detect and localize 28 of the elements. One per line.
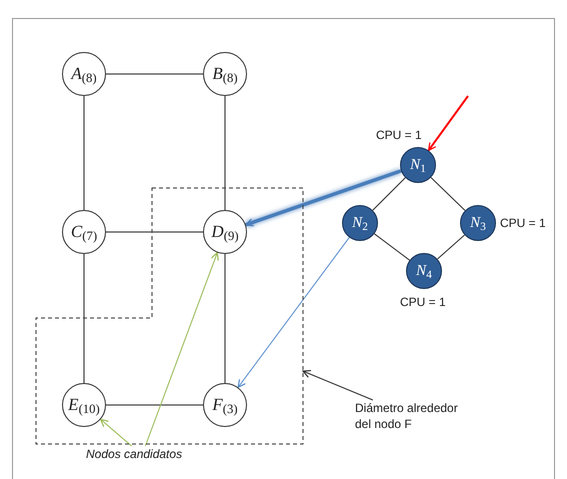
link-line bbox=[430, 177, 466, 211]
cpu-label: CPU = 1 bbox=[376, 127, 422, 144]
arrow bbox=[144, 252, 219, 446]
node-label: C$_{(7)}$ bbox=[70, 221, 98, 245]
link-line bbox=[372, 177, 406, 211]
node-label: D$_{(9)}$ bbox=[211, 221, 239, 245]
link-line bbox=[106, 404, 204, 406]
node-label: B$_{(8)}$ bbox=[212, 63, 238, 87]
node-label: E$_{(10)}$ bbox=[68, 394, 100, 418]
arrow bbox=[302, 370, 374, 400]
arrow bbox=[245, 169, 402, 226]
node-label: F$_{(3)}$ bbox=[212, 394, 238, 418]
node-label: A$_{(8)}$ bbox=[71, 63, 97, 87]
link-line bbox=[436, 234, 466, 260]
node-label: Nodos candidatos bbox=[86, 447, 182, 461]
link-line bbox=[374, 233, 410, 261]
cpu-label: CPU = 1 bbox=[500, 215, 546, 232]
pointer-arrow bbox=[428, 95, 469, 152]
cpu-label: CPU = 1 bbox=[400, 294, 446, 311]
node-label: N$_{1}$ bbox=[410, 156, 426, 176]
link-line bbox=[224, 254, 226, 384]
node-label: Diámetro alrededor del nodo F bbox=[355, 401, 458, 431]
node-label: N$_{4}$ bbox=[416, 262, 432, 282]
arrow bbox=[100, 418, 132, 446]
node-label: N$_{2}$ bbox=[352, 214, 368, 234]
link-line bbox=[224, 96, 226, 210]
node-label: N$_{3}$ bbox=[470, 214, 486, 234]
arrow bbox=[238, 236, 350, 388]
